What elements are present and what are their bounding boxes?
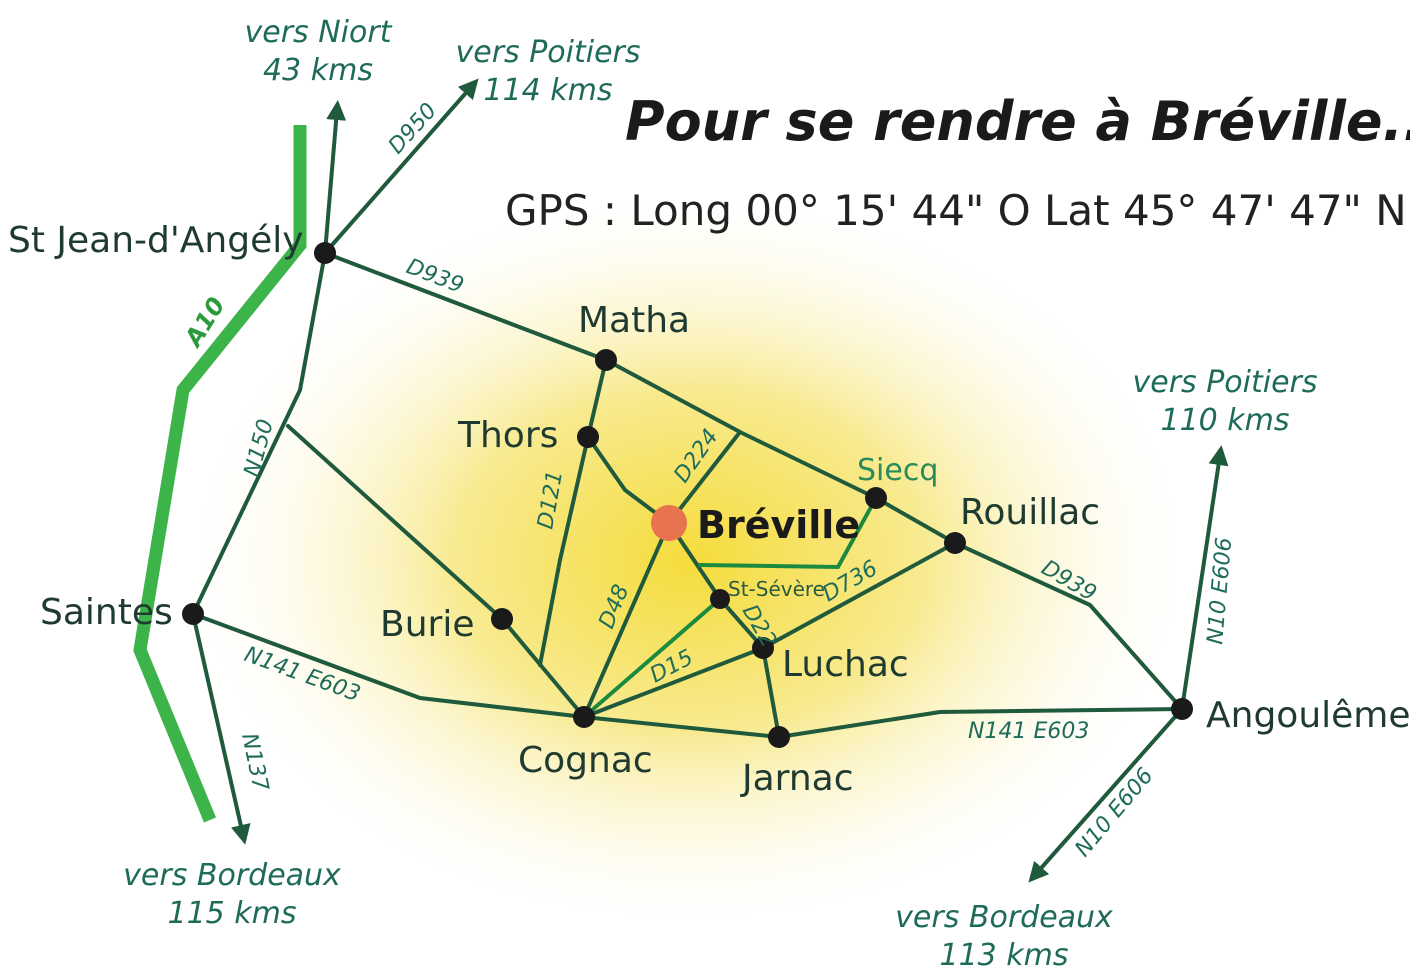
town-label: St-Sévère <box>728 577 825 601</box>
town-label: Thors <box>457 415 558 456</box>
destination-label: vers Poitiers <box>455 35 640 70</box>
destination-label: vers Bordeaux <box>123 858 341 893</box>
destination-distance: 113 kms <box>939 938 1068 973</box>
town-label: Jarnac <box>740 758 854 799</box>
destination-label: vers Bordeaux <box>895 900 1113 935</box>
town-nodes <box>182 242 1193 748</box>
destination-label: vers Poitiers <box>1132 365 1317 400</box>
gps-coordinates: GPS : Long 00° 15' 44" O Lat 45° 47' 47"… <box>505 186 1407 235</box>
destination-distance: 110 kms <box>1160 403 1289 438</box>
destination-distance: 43 kms <box>263 53 373 88</box>
town-label: Burie <box>380 604 474 645</box>
map-title: Pour se rendre à Bréville... <box>625 90 1410 153</box>
town-label: Matha <box>578 300 690 341</box>
town-label: St Jean-d'Angély <box>8 220 304 261</box>
town-label: Cognac <box>518 740 653 781</box>
town-label: Angoulême <box>1206 695 1410 736</box>
destination-distance: 114 kms <box>483 73 612 108</box>
breville-marker <box>651 505 687 541</box>
town-label: Saintes <box>40 592 173 633</box>
destination-labels: vers Niort 43 kms vers Poitiers 114 kms … <box>123 15 1317 973</box>
destination-distance: 115 kms <box>167 896 296 931</box>
town-label: Siecq <box>857 453 938 488</box>
destination-label: vers Niort <box>245 15 393 50</box>
town-label: Luchac <box>782 644 909 685</box>
highlight-glow <box>170 180 1210 940</box>
town-label-breville: Bréville <box>697 503 860 547</box>
road-label: N141 E603 <box>968 719 1089 744</box>
motorway-a10 <box>133 125 307 823</box>
town-label: Rouillac <box>960 492 1100 533</box>
